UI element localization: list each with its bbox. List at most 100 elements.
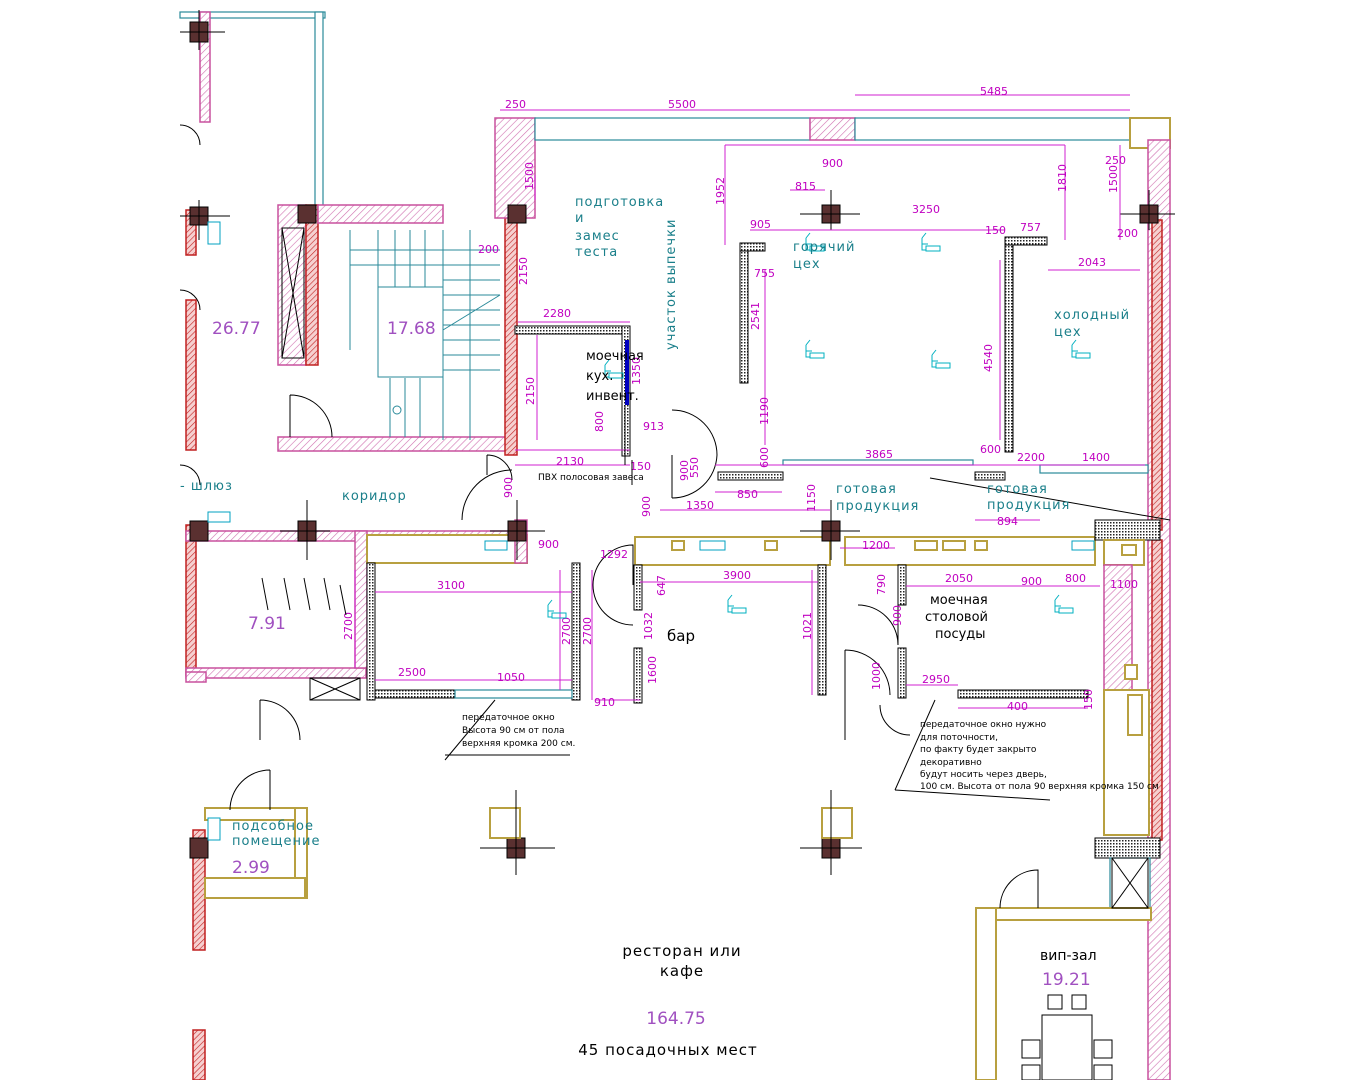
label-moechnaya-stol-3: посуды xyxy=(935,627,986,642)
dimension-label: 1350 xyxy=(630,357,643,385)
dimension-label: 5500 xyxy=(668,98,696,111)
dimension-label: 647 xyxy=(655,575,668,596)
note-window1-3: верхняя кромка 200 см. xyxy=(462,739,575,749)
label-koridor: коридор xyxy=(342,489,407,504)
dimension-label: 2280 xyxy=(543,307,571,320)
label-podgotovka-1: подготовка xyxy=(575,195,664,210)
note-leaders xyxy=(444,460,1171,801)
dimension-label: 600 xyxy=(980,443,1001,456)
dimension-label: 815 xyxy=(795,180,816,193)
dimension-label: 2700 xyxy=(560,617,573,645)
area-vip: 19.21 xyxy=(1042,970,1091,990)
label-goryachiy-1: горячий xyxy=(793,240,855,255)
label-podsobnoe-2: помещение xyxy=(232,834,320,849)
dimension-labels: 250 5500 5485 1500 900 815 1952 3250 905 150 757 25… xyxy=(342,85,1138,713)
socket-icon xyxy=(805,339,825,359)
dimension-label: 3900 xyxy=(723,569,751,582)
dimension-label: 2950 xyxy=(922,673,950,686)
dimension-label: 1021 xyxy=(801,612,814,640)
dimension-label: 1050 xyxy=(497,671,525,684)
socket-icon xyxy=(921,232,941,252)
dimension-lines xyxy=(354,94,1145,709)
dimension-label: 900 xyxy=(538,538,559,551)
dimension-label: 250 xyxy=(1105,154,1126,167)
note-window2-3: по факту будет закрыто xyxy=(920,745,1037,755)
dimension-label: 2541 xyxy=(749,302,762,330)
dimension-label: 1032 xyxy=(642,612,655,640)
label-restoran-2: кафе xyxy=(660,962,704,980)
label-gotovaya2-2: продукция xyxy=(987,498,1070,513)
dimension-label: 910 xyxy=(594,696,615,709)
dimension-label: 913 xyxy=(643,420,664,433)
note-window2-2: для поточности, xyxy=(920,733,998,743)
dimension-label: 5485 xyxy=(980,85,1008,98)
dimension-label: 550 xyxy=(688,457,701,478)
label-restoran-1: ресторан или xyxy=(622,942,741,960)
dimension-label: 2700 xyxy=(581,617,594,645)
dimension-label: 900 xyxy=(502,477,515,498)
dimension-label: 006 xyxy=(677,460,690,481)
label-gotovaya1-1: готовая xyxy=(836,482,897,497)
label-vip: вип-зал xyxy=(1040,948,1097,964)
dimension-label: 150 xyxy=(1082,689,1095,710)
dimension-label: 1500 xyxy=(1107,165,1120,193)
area-left-room: 26.77 xyxy=(212,319,261,339)
dimension-label: 3250 xyxy=(912,203,940,216)
dimension-label: 150 xyxy=(985,224,1006,237)
dimension-label: 900 xyxy=(1021,575,1042,588)
fixtures xyxy=(207,221,1143,1080)
dimension-label: 900 xyxy=(822,157,843,170)
dimension-label: 1350 xyxy=(686,499,714,512)
dimension-label: 1600 xyxy=(646,656,659,684)
dimension-label: 1150 xyxy=(805,484,818,512)
socket-icon xyxy=(727,594,747,614)
dimension-label: 1000 xyxy=(870,662,883,690)
dimension-label: 3865 xyxy=(865,448,893,461)
note-window1-1: передаточное окно xyxy=(462,713,555,723)
dimension-label: 2200 xyxy=(1017,451,1045,464)
note-window2-6: 100 см. Высота от пола 90 верхняя кромка… xyxy=(920,782,1159,792)
dimension-label: 1952 xyxy=(714,177,727,205)
dimension-label: 1810 xyxy=(1056,164,1069,192)
label-shlyuz: - шлюз xyxy=(180,479,233,494)
area-small: 7.91 xyxy=(248,614,286,634)
dimension-label: 757 xyxy=(1020,221,1041,234)
area-stair: 17.68 xyxy=(387,319,436,339)
label-podgotovka-3: замес xyxy=(575,229,620,244)
label-goryachiy-2: цех xyxy=(793,257,821,272)
dimension-label: 790 xyxy=(875,574,888,595)
label-moechnaya-stol-2: столовой xyxy=(925,610,988,625)
dimension-label: 1400 xyxy=(1082,451,1110,464)
label-podsobnoe-1: подсобное xyxy=(232,819,314,834)
dimension-label: 755 xyxy=(754,267,775,280)
label-moechnaya-kuh-3: инвент. xyxy=(586,389,639,404)
walls xyxy=(179,11,1171,1080)
dimension-label: 2700 xyxy=(342,612,355,640)
dimension-label: 600 xyxy=(758,447,771,468)
socket-icons xyxy=(547,232,1091,619)
socket-icon xyxy=(1054,594,1074,614)
dimension-label: 200 xyxy=(478,243,499,256)
dimension-label: 250 xyxy=(505,98,526,111)
note-window2-1: передаточное окно нужно xyxy=(920,720,1047,730)
columns xyxy=(180,10,1175,875)
dimension-label: 006 xyxy=(890,605,903,626)
label-podgotovka-4: теста xyxy=(575,245,618,260)
dimension-label: 1100 xyxy=(1110,578,1138,591)
area-podsobnoe: 2.99 xyxy=(232,858,270,878)
label-holodny-1: холодный xyxy=(1054,308,1130,323)
label-moechnaya-kuh-2: кух. xyxy=(586,369,613,384)
label-podgotovka-2: и xyxy=(575,211,584,226)
dimension-label: 2150 xyxy=(524,377,537,405)
dimension-label: 850 xyxy=(737,488,758,501)
dimension-label: 905 xyxy=(750,218,771,231)
area-restoran: 164.75 xyxy=(646,1009,705,1029)
socket-icon xyxy=(1071,339,1091,359)
dimension-label: 2150 xyxy=(517,257,530,285)
dimension-label: 2130 xyxy=(556,455,584,468)
dimension-label: 400 xyxy=(1007,700,1028,713)
label-gotovaya1-2: продукция xyxy=(836,499,919,514)
socket-icon xyxy=(805,232,825,252)
socket-icon xyxy=(604,359,624,379)
dimension-label: 3100 xyxy=(437,579,465,592)
